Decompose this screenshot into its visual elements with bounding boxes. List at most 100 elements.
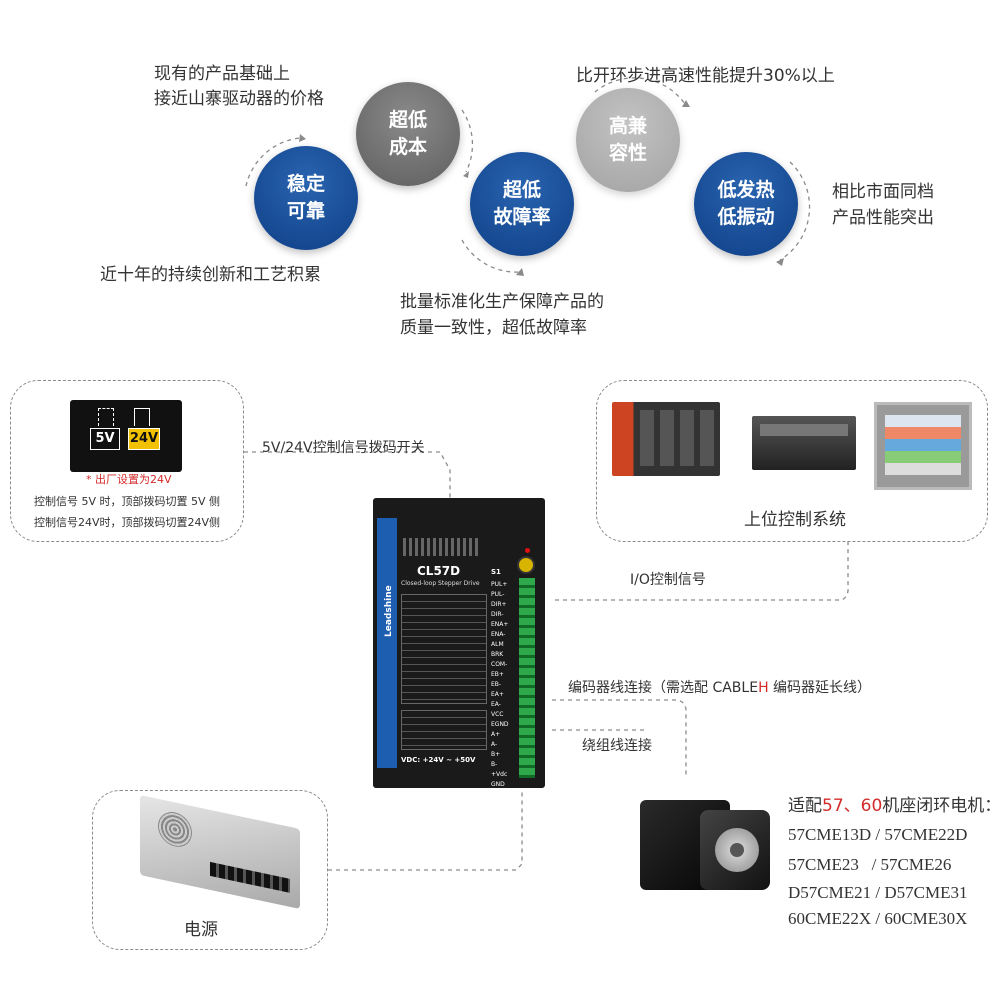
feature-heat-circle: 低发热 低振动: [694, 152, 798, 256]
switch-24v-outline: [134, 408, 150, 426]
feature-label: 超低: [388, 109, 427, 131]
arc-cost: [461, 109, 474, 173]
status-led: [525, 548, 530, 553]
feature-label: 高兼: [608, 115, 647, 137]
terminal-block: [519, 578, 535, 778]
pin-label: B-: [491, 761, 498, 768]
pin-label: ENA+: [491, 621, 509, 628]
feature-label: 可靠: [286, 200, 325, 222]
winding-connection-label: 绕组线连接: [582, 738, 652, 754]
driver-voltage: VDC: +24V ~ +50V: [401, 756, 476, 764]
pin-label: GND: [491, 781, 505, 788]
driver-model: CL57D: [417, 564, 461, 578]
caption-cost-line1: 现有的产品基础上: [154, 64, 290, 84]
io-signal-label: I/O控制信号: [630, 572, 706, 588]
plc-image: [612, 402, 720, 476]
encoder-label-highlight: H: [758, 680, 769, 696]
pin-label: EA-: [491, 701, 501, 708]
frame-size-57: 57: [822, 796, 844, 816]
arrow-stable: [299, 134, 306, 142]
switch-5v-key: 5V: [90, 428, 120, 450]
feature-label: 成本: [388, 136, 427, 158]
s1-label: S1: [491, 568, 501, 576]
pin-label: A+: [491, 731, 501, 738]
feature-label: 低发热: [717, 179, 775, 201]
driver-brand-stripe: [377, 518, 397, 768]
arc-failure: [461, 239, 521, 273]
feature-cost-circle: 超低 成本: [356, 82, 460, 186]
encoder-connection-label: 编码器线连接（需选配 CABLEH 编码器延长线）: [568, 676, 871, 701]
hmi-image: [874, 402, 972, 490]
dip-switch-block: [403, 538, 479, 556]
feature-compat-circle: 高兼 容性: [576, 88, 680, 192]
switch-24v-key: 24V: [128, 428, 160, 450]
pin-label: PUL+: [491, 581, 508, 588]
feature-label: 超低: [502, 179, 541, 201]
caption-failure-line1: 批量标准化生产保障产品的: [400, 292, 604, 312]
caption-stable: 近十年的持续创新和工艺积累: [100, 265, 321, 285]
motor-title-suffix: 机座闭环电机：: [882, 796, 1000, 816]
motor-model-row: 60CME22X / 60CME30X: [788, 909, 968, 928]
pin-labels: PUL+ PUL- DIR+ DIR- ENA+ ENA- ALM BRK CO…: [491, 580, 509, 790]
feature-stable-circle: 稳定 可靠: [254, 146, 358, 250]
feature-label: 容性: [608, 142, 647, 164]
pin-label: EB+: [491, 671, 504, 678]
switch-connector-label: 5V/24V控制信号拨码开关: [262, 440, 425, 456]
motor-title-prefix: 适配: [788, 796, 822, 816]
motor-model-row: D57CME21 / D57CME31: [788, 883, 968, 902]
cl57d-driver-image: Leadshine S1 CL57D Closed-loop Stepper D…: [373, 498, 545, 788]
terminal-strip: [210, 861, 290, 893]
feature-label: 低振动: [717, 206, 775, 228]
pin-label: DIR-: [491, 611, 504, 618]
feature-failure-circle: 超低 故障率: [470, 152, 574, 256]
pin-label: BRK: [491, 651, 504, 658]
pin-label: PUL-: [491, 591, 505, 598]
pin-label: ENA-: [491, 631, 506, 638]
arrow-heat: [776, 258, 784, 266]
switch-24v-note: 控制信号24V时，顶部拨码切置24V侧: [34, 516, 221, 529]
fan-icon: [158, 808, 192, 851]
switch-panel: [10, 380, 244, 542]
pin-label: EA+: [491, 691, 504, 698]
frame-size-separator: 、: [843, 796, 861, 816]
caption-cost-line2: 接近山寨驱动器的价格: [154, 89, 324, 109]
caption-failure-line2: 质量一致性，超低故障率: [400, 318, 587, 338]
motor-shaft: [730, 843, 744, 857]
encoder-label-text: 编码器线连接（需选配 CABLE: [568, 680, 759, 696]
host-control-label: 上位控制系统: [744, 510, 846, 530]
pin-label: VCC: [491, 711, 504, 718]
motor-model-row: 57CME13D / 57CME22D: [788, 825, 968, 844]
industrial-pc-image: [752, 416, 856, 470]
pin-label: COM-: [491, 661, 508, 668]
stepper-motor-image: [640, 780, 770, 900]
arc-compat: [594, 77, 686, 105]
voltage-switch-image: 5V 24V: [70, 400, 182, 472]
mode-table: [401, 710, 487, 750]
encoder-label-text-end: 编码器延长线）: [768, 680, 872, 696]
feature-label: 故障率: [493, 206, 551, 228]
caption-heat-line1: 相比市面同档: [832, 182, 934, 202]
pin-label: A-: [491, 741, 498, 748]
pin-label: EB-: [491, 681, 502, 688]
pin-label: DIR+: [491, 601, 507, 608]
frame-size-60: 60: [860, 796, 883, 816]
motor-fit-title: 适配57、60机座闭环电机：: [788, 794, 1000, 819]
driver-subtitle: Closed-loop Stepper Drive: [401, 580, 480, 587]
pin-label: B+: [491, 751, 501, 758]
arrow-compat: [682, 100, 690, 107]
arc-heat: [779, 161, 811, 261]
switch-5v-outline: [98, 408, 114, 426]
power-supply-panel: [92, 790, 328, 950]
factory-setting-note: * 出厂设置为24V: [86, 473, 172, 486]
caption-compat: 比开环步进高速性能提升30%以上: [576, 66, 835, 86]
switch-5v-note: 控制信号 5V 时，顶部拨码切置 5V 侧: [34, 495, 221, 508]
arrow-cost: [463, 171, 469, 178]
arc-stable: [245, 137, 301, 187]
motor-model-row: 57CME23 / 57CME26: [788, 855, 952, 874]
feature-label: 稳定: [286, 173, 325, 195]
pin-label: +Vdc: [491, 771, 508, 778]
pin-label: ALM: [491, 641, 504, 648]
pin-label: EGND: [491, 721, 509, 728]
power-supply-label: 电源: [184, 920, 218, 940]
